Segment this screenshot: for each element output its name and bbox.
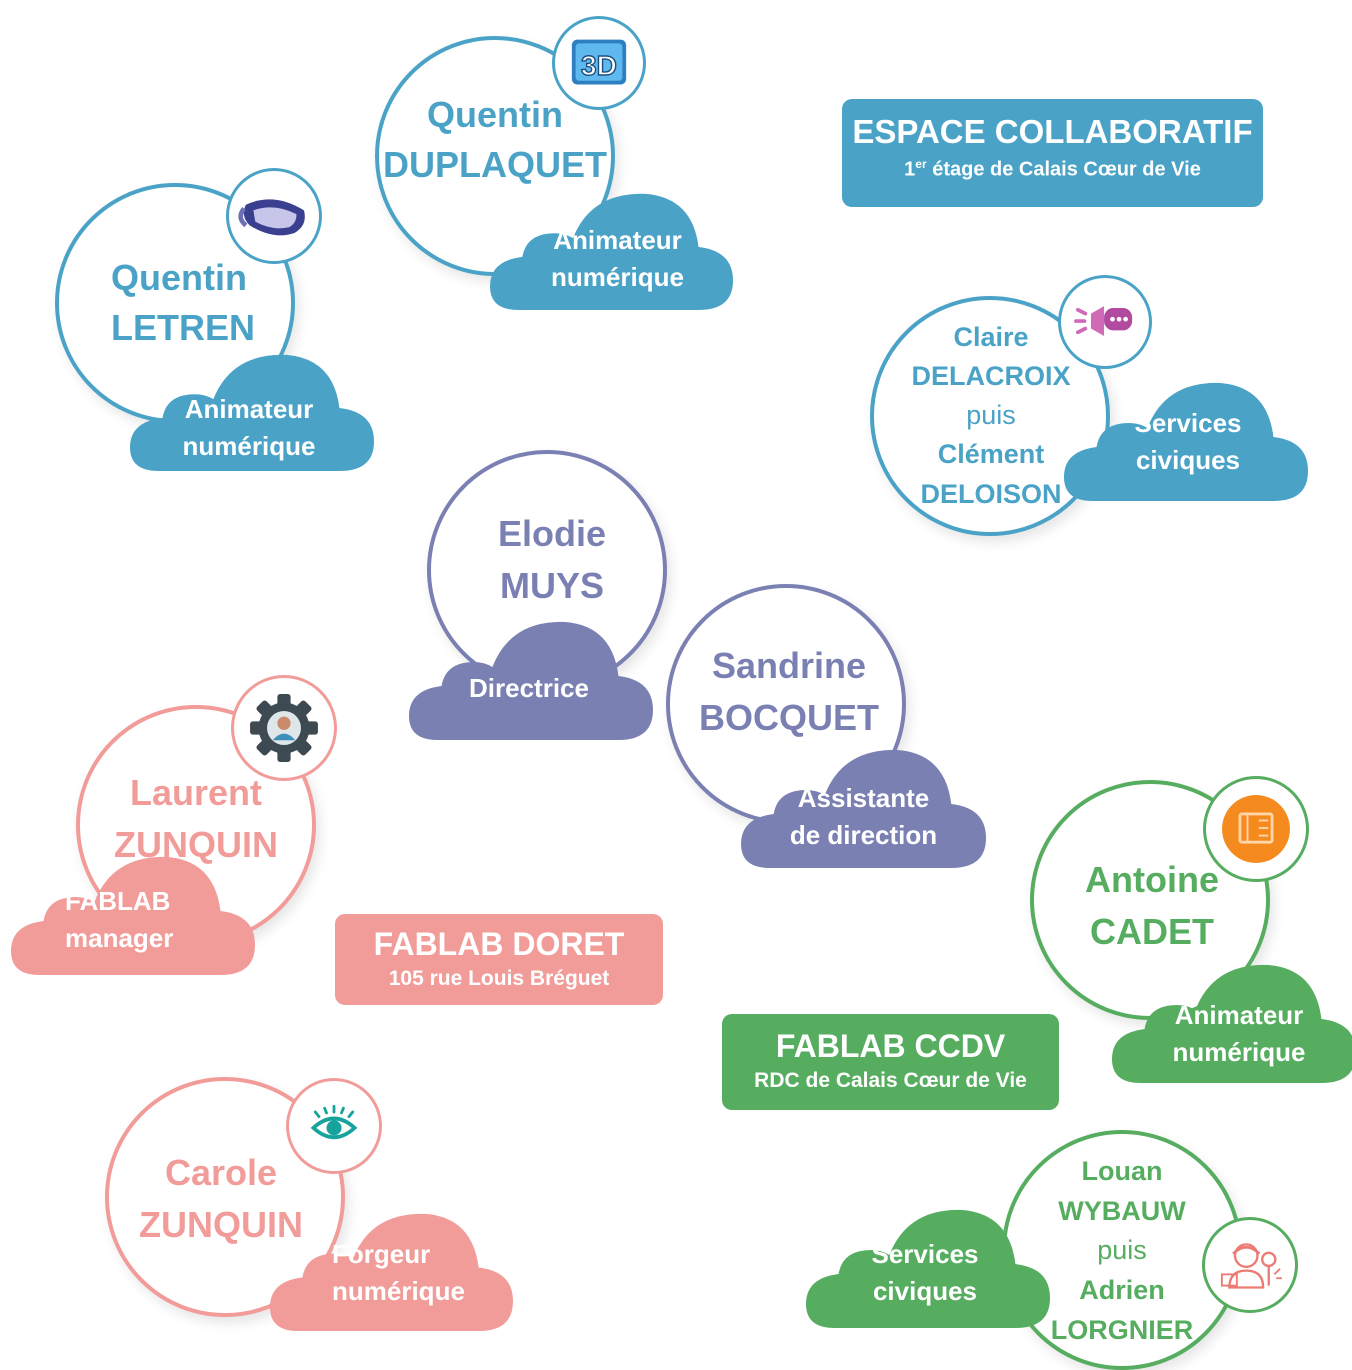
person-wybauw-lorgnier: Louan WYBAUW puis Adrien LORGNIER: [1002, 1130, 1242, 1370]
role-cloud-muys: Directrice: [409, 612, 653, 740]
eye-icon: [310, 1104, 358, 1140]
role-label: Forgeur numérique: [332, 1239, 465, 1306]
person-name: Quentin DUPLAQUET: [383, 94, 607, 186]
badge-gear-person: [231, 675, 337, 781]
role-cloud-zunquin-l: FABLAB manager: [11, 847, 255, 975]
role-cloud-zunquin-c: Forgeur numérique: [270, 1204, 513, 1331]
place-subtitle: 105 rue Louis Bréguet: [388, 967, 610, 990]
place-subtitle: RDC de Calais Cœur de Vie: [754, 1069, 1027, 1092]
place-title: FABLAB CCDV: [775, 1028, 1006, 1064]
gear-person-icon: [250, 694, 318, 762]
role-cloud-letren: Animateur numérique: [130, 345, 374, 471]
role-cloud-bocquet: Assistante de direction: [741, 740, 986, 868]
role-label: FABLAB manager: [65, 886, 174, 953]
place-fablab-ccdv: FABLAB CCDV RDC de Calais Cœur de Vie: [722, 1014, 1059, 1110]
role-label: Animateur numérique: [551, 225, 684, 292]
badge-3d: 3D: [552, 16, 646, 110]
person-name: Sandrine BOCQUET: [699, 645, 879, 739]
person-name: Quentin LETREN: [111, 257, 255, 349]
person-name: Carole ZUNQUIN: [139, 1152, 303, 1246]
role-label: Assistante de direction: [789, 783, 938, 850]
role-label: Services civiques: [1134, 408, 1242, 475]
badge-maker: [1202, 1217, 1298, 1313]
megaphone-chat-icon: [1074, 306, 1133, 337]
role-cloud-cadet: Animateur numérique: [1112, 955, 1352, 1083]
person-name: Claire DELACROIX puis Clément DELOISON: [911, 322, 1071, 509]
person-name: Laurent ZUNQUIN: [114, 772, 278, 866]
person-name: Elodie MUYS: [497, 513, 607, 607]
place-title: ESPACE COLLABORATIF: [852, 113, 1253, 150]
role-label: Services civiques: [871, 1239, 979, 1306]
svg-text:3D: 3D: [581, 50, 617, 81]
badge-laser-cutter: [1203, 776, 1309, 882]
role-cloud-duplaquet: Animateur numérique: [490, 184, 733, 310]
person-name: Antoine CADET: [1085, 859, 1219, 953]
laser-cutter-icon: [1222, 795, 1290, 863]
place-fablab-doret: FABLAB DORET 105 rue Louis Bréguet: [335, 914, 663, 1005]
maker-tools-icon: [1220, 1243, 1282, 1289]
role-label: Directrice: [469, 673, 589, 703]
place-espace-collaboratif: ESPACE COLLABORATIF 1er étage de Calais …: [842, 99, 1263, 207]
role-cloud-delacroix: Services civiques: [1064, 373, 1308, 501]
person-name: Louan WYBAUW puis Adrien LORGNIER: [1050, 1156, 1194, 1345]
role-cloud-wybauw: Services civiques: [806, 1200, 1050, 1328]
badge-eye: [286, 1078, 382, 1174]
role-label: Animateur numérique: [182, 394, 316, 461]
3d-icon: 3D: [571, 39, 627, 85]
place-subtitle: 1er étage de Calais Cœur de Vie: [904, 157, 1201, 181]
role-label: Animateur numérique: [1172, 1000, 1306, 1067]
vr-headset-icon: [238, 199, 305, 236]
badge-vr: [226, 168, 322, 264]
place-title: FABLAB DORET: [373, 926, 625, 962]
badge-megaphone: [1058, 275, 1152, 369]
